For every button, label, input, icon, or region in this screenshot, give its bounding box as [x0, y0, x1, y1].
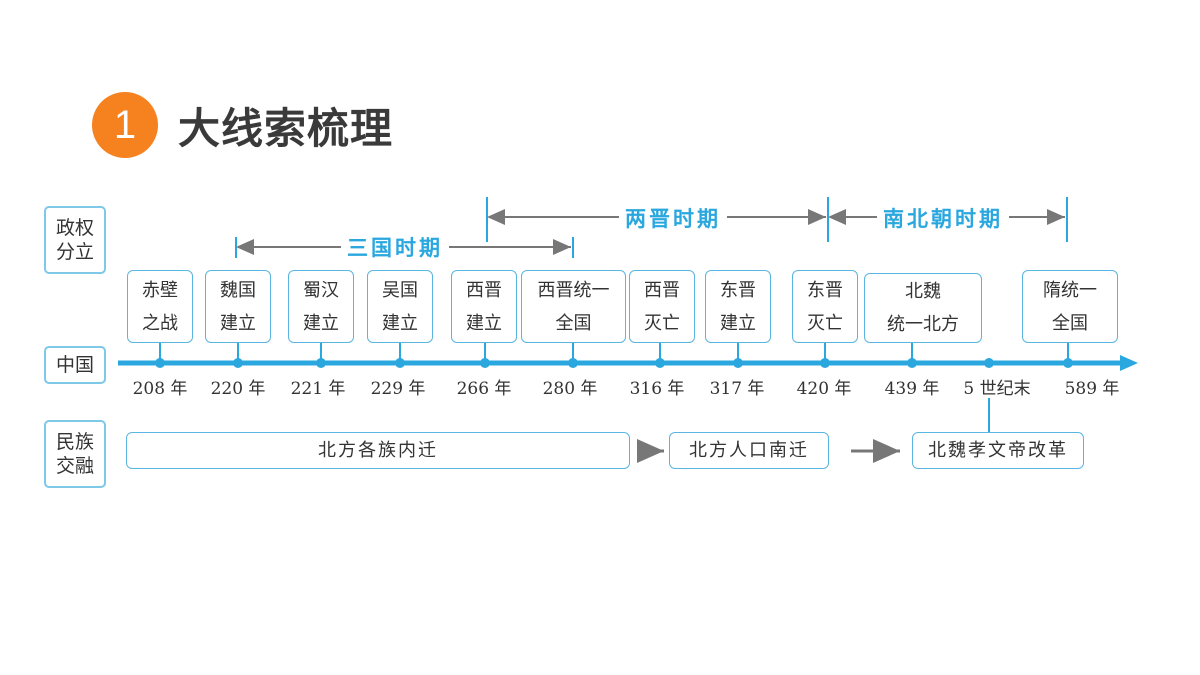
side-label-ethnic: 民族 交融: [44, 420, 106, 488]
timeline-dot: [1063, 358, 1073, 368]
period-label-sanguo: 三国时期: [341, 232, 449, 262]
year-label: 208 年: [132, 379, 188, 399]
ethnic-box-south-migration: 北方人口南迁: [669, 432, 829, 469]
year-label: 229 年: [370, 379, 426, 399]
year-label: 589 年: [1064, 379, 1120, 399]
section-number-badge: 1: [92, 92, 158, 158]
event-box-chibi: 赤壁 之战: [127, 270, 193, 343]
year-label: 317 年: [709, 379, 765, 399]
timeline-dot: [733, 358, 743, 368]
side-label-politics: 政权 分立: [44, 206, 106, 274]
event-box-xijin-founded: 西晋 建立: [451, 270, 517, 343]
event-box-dongjin-fall: 东晋 灭亡: [792, 270, 858, 343]
timeline-arrowhead: [1120, 355, 1138, 371]
event-box-wei: 魏国 建立: [205, 270, 271, 343]
year-label: 280 年: [542, 379, 598, 399]
event-box-sui-unify: 隋统一 全国: [1022, 270, 1118, 343]
timeline-dot: [155, 358, 165, 368]
year-label: 316 年: [629, 379, 685, 399]
timeline-dot: [316, 358, 326, 368]
ethnic-box-migration: 北方各族内迁: [126, 432, 630, 469]
timeline-dot: [233, 358, 243, 368]
timeline-dot: [820, 358, 830, 368]
timeline-dot: [480, 358, 490, 368]
period-label-liangjin: 两晋时期: [619, 203, 727, 233]
section-heading: 1 大线索梳理: [92, 92, 393, 158]
year-label: 221 年: [290, 379, 346, 399]
timeline-dot: [655, 358, 665, 368]
year-label: 5 世纪末: [963, 379, 1031, 399]
year-label: 220 年: [210, 379, 266, 399]
period-label-nanbeichao: 南北朝时期: [877, 203, 1009, 233]
side-label-china: 中国: [44, 346, 106, 384]
event-box-wu: 吴国 建立: [367, 270, 433, 343]
year-label: 266 年: [456, 379, 512, 399]
timeline-dot: [907, 358, 917, 368]
timeline-dot: [568, 358, 578, 368]
event-box-xijin-unify: 西晋统一 全国: [521, 270, 626, 343]
ethnic-box-reform: 北魏孝文帝改革: [912, 432, 1084, 469]
event-box-shuhan: 蜀汉 建立: [288, 270, 354, 343]
year-label: 420 年: [796, 379, 852, 399]
event-box-dongjin-founded: 东晋 建立: [705, 270, 771, 343]
timeline-dot: [395, 358, 405, 368]
year-label: 439 年: [884, 379, 940, 399]
event-box-xijin-fall: 西晋 灭亡: [629, 270, 695, 343]
timeline-dot: [984, 358, 994, 368]
event-box-beiwei-unify: 北魏 统一北方: [864, 273, 982, 343]
section-title: 大线索梳理: [178, 103, 394, 153]
